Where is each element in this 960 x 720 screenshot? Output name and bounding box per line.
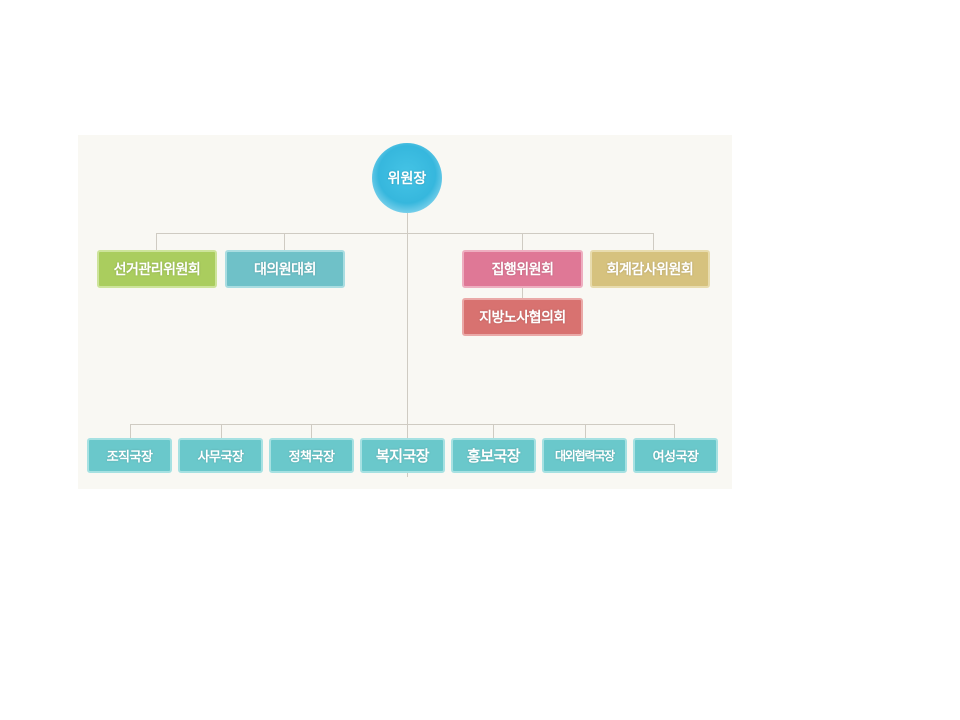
dept-label-7: 여성국장 xyxy=(652,450,699,465)
chairman-label: 위원장 xyxy=(387,171,427,187)
assembly-node: 대의원대회 xyxy=(225,250,345,288)
dept-node-3: 정책국장 xyxy=(269,438,354,473)
dept-node-7: 여성국장 xyxy=(633,438,718,473)
regional-council-node: 지방노사협의회 xyxy=(462,298,583,336)
connector-dept-drop-5 xyxy=(493,424,494,438)
connector-dept-drop-3 xyxy=(311,424,312,438)
executive-committee-label: 집행위원회 xyxy=(491,262,554,278)
connector-election-drop xyxy=(156,233,157,250)
connector-executive-regional xyxy=(522,287,523,299)
connector-dept-drop-6 xyxy=(585,424,586,438)
regional-council-label: 지방노사협의회 xyxy=(479,310,566,326)
dept-label-4: 복지국장 xyxy=(375,447,430,465)
dept-label-5: 홍보국장 xyxy=(466,447,521,465)
connector-chair-trunk xyxy=(407,213,408,477)
audit-committee-node: 회계감사위원회 xyxy=(590,250,710,288)
dept-label-3: 정책국장 xyxy=(288,450,335,465)
dept-node-1: 조직국장 xyxy=(87,438,172,473)
election-committee-label: 선거관리위원회 xyxy=(113,262,201,278)
dept-label-6: 대외협력국장 xyxy=(554,449,615,463)
chairman-node: 위원장 xyxy=(372,143,442,213)
executive-committee-node: 집행위원회 xyxy=(462,250,583,288)
connector-assembly-drop xyxy=(284,233,285,250)
org-chart: 위원장 선거관리위원회 대의원대회 집행위원회 회계감사위원회 지방노사협의회 … xyxy=(78,135,732,489)
election-committee-node: 선거관리위원회 xyxy=(97,250,217,288)
connector-bottom-horizontal xyxy=(130,424,674,425)
connector-dept-drop-7 xyxy=(674,424,675,438)
connector-dept-drop-2 xyxy=(221,424,222,438)
audit-committee-label: 회계감사위원회 xyxy=(606,262,694,278)
connector-audit-drop xyxy=(653,233,654,250)
connector-dept-drop-1 xyxy=(130,424,131,438)
connector-top-horizontal xyxy=(156,233,653,234)
connector-executive-drop xyxy=(522,233,523,250)
dept-node-4: 복지국장 xyxy=(360,438,445,473)
dept-label-1: 조직국장 xyxy=(106,450,153,465)
dept-node-2: 사무국장 xyxy=(178,438,263,473)
dept-node-5: 홍보국장 xyxy=(451,438,536,473)
dept-label-2: 사무국장 xyxy=(197,450,244,465)
assembly-label: 대의원대회 xyxy=(254,262,316,278)
dept-node-6: 대외협력국장 xyxy=(542,438,627,473)
